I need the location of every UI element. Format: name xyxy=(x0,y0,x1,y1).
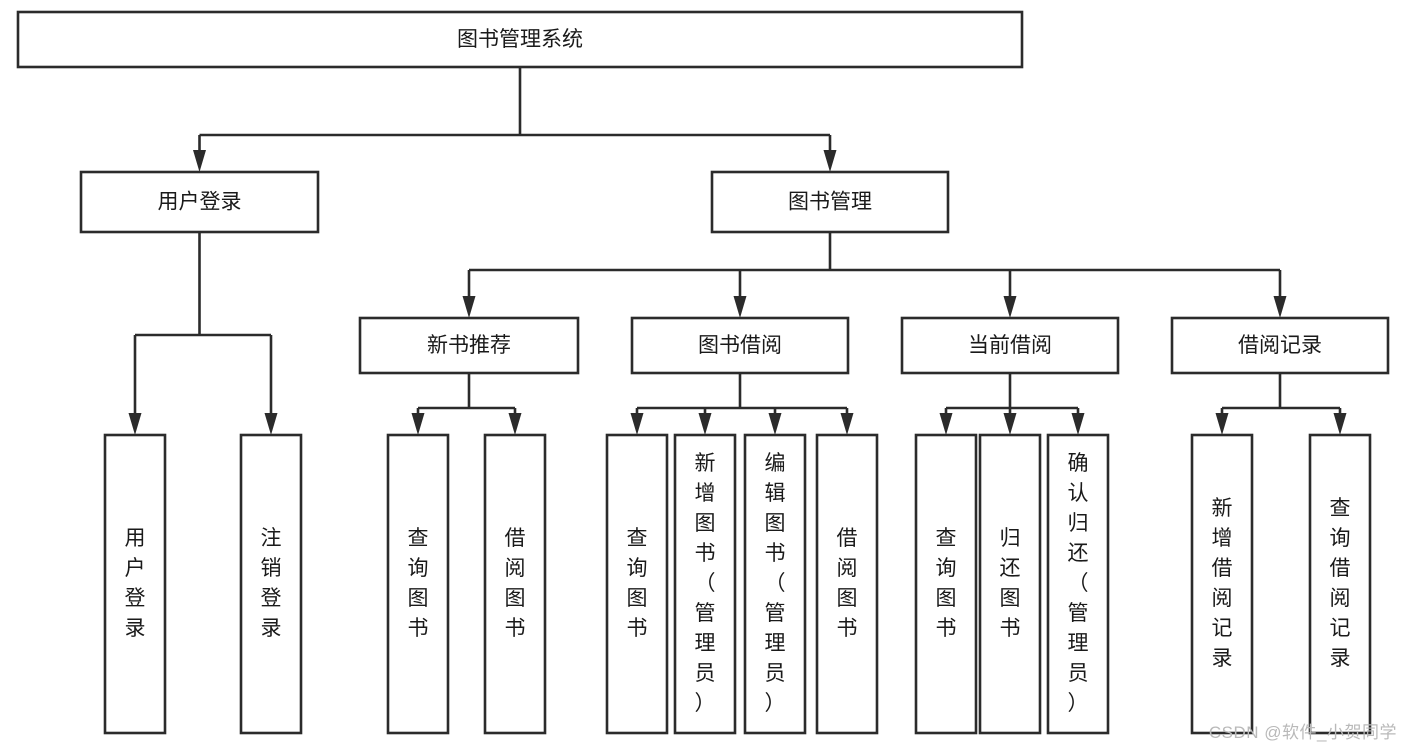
node-label-leaf-add-book: 新增图书（管理员） xyxy=(695,452,716,715)
node-box-leaf-query-book-2[interactable] xyxy=(605,433,669,735)
node-label-leaf-user-login: 用户登录 xyxy=(125,527,146,640)
node-root[interactable]: 图书管理系统 xyxy=(16,10,1024,69)
node-leaf-return-book[interactable]: 归还图书 xyxy=(978,433,1042,735)
node-label-leaf-logout: 注销登录 xyxy=(261,527,282,640)
node-label-leaf-return-book: 归还图书 xyxy=(1000,527,1021,640)
node-box-new-book-rec[interactable] xyxy=(358,316,580,375)
node-book-manage[interactable]: 图书管理 xyxy=(710,170,950,234)
node-label-leaf-confirm-return: 确认归还（管理员） xyxy=(1068,452,1089,715)
node-label-new-book-rec: 新书推荐 xyxy=(427,334,511,357)
connector-group-book-manage xyxy=(462,232,1287,318)
node-leaf-query-book-1[interactable]: 查询图书 xyxy=(386,433,450,735)
node-box-leaf-user-login[interactable] xyxy=(103,433,167,735)
node-label-leaf-borrow-book-2: 借阅图书 xyxy=(837,527,858,640)
node-leaf-borrow-book-1[interactable]: 借阅图书 xyxy=(483,433,547,735)
node-box-leaf-query-book-1[interactable] xyxy=(386,433,450,735)
connector-group-book-borrow xyxy=(630,373,854,435)
node-label-book-borrow: 图书借阅 xyxy=(698,334,782,357)
node-user-login[interactable]: 用户登录 xyxy=(79,170,320,234)
node-label-leaf-borrow-book-1: 借阅图书 xyxy=(505,527,526,640)
connector-group-user-login xyxy=(128,232,278,435)
node-box-leaf-return-book[interactable] xyxy=(978,433,1042,735)
node-box-leaf-borrow-book-2[interactable] xyxy=(815,433,879,735)
node-box-current-borrow[interactable] xyxy=(900,316,1120,375)
edge-layer xyxy=(128,67,1347,435)
node-label-root: 图书管理系统 xyxy=(457,28,583,51)
node-box-leaf-query-record[interactable] xyxy=(1308,433,1372,735)
node-box-leaf-borrow-book-1[interactable] xyxy=(483,433,547,735)
node-box-leaf-add-book[interactable] xyxy=(673,433,737,735)
node-leaf-confirm-return[interactable]: 确认归还（管理员） xyxy=(1046,433,1110,735)
connector-group-root xyxy=(193,67,837,172)
node-label-leaf-query-book-1: 查询图书 xyxy=(408,527,429,640)
node-box-leaf-query-book-3[interactable] xyxy=(914,433,978,735)
node-box-book-borrow[interactable] xyxy=(630,316,850,375)
node-label-user-login: 用户登录 xyxy=(158,191,242,214)
connector-group-current-borrow xyxy=(939,373,1085,435)
node-box-user-login[interactable] xyxy=(79,170,320,234)
node-leaf-add-record[interactable]: 新增借阅记录 xyxy=(1190,433,1254,735)
node-box-book-manage[interactable] xyxy=(710,170,950,234)
node-borrow-record[interactable]: 借阅记录 xyxy=(1170,316,1390,375)
node-box-leaf-add-record[interactable] xyxy=(1190,433,1254,735)
node-leaf-query-record[interactable]: 查询借阅记录 xyxy=(1308,433,1372,735)
node-current-borrow[interactable]: 当前借阅 xyxy=(900,316,1120,375)
node-leaf-user-login[interactable]: 用户登录 xyxy=(103,433,167,735)
node-label-leaf-query-record: 查询借阅记录 xyxy=(1330,497,1351,670)
node-new-book-rec[interactable]: 新书推荐 xyxy=(358,316,580,375)
node-book-borrow[interactable]: 图书借阅 xyxy=(630,316,850,375)
node-label-leaf-query-book-3: 查询图书 xyxy=(936,527,957,640)
node-label-current-borrow: 当前借阅 xyxy=(968,334,1052,357)
connector-group-new-book-rec xyxy=(411,373,522,435)
node-leaf-query-book-3[interactable]: 查询图书 xyxy=(914,433,978,735)
node-leaf-logout[interactable]: 注销登录 xyxy=(239,433,303,735)
node-leaf-borrow-book-2[interactable]: 借阅图书 xyxy=(815,433,879,735)
node-box-leaf-edit-book[interactable] xyxy=(743,433,807,735)
node-leaf-add-book[interactable]: 新增图书（管理员） xyxy=(673,433,737,735)
node-box-leaf-confirm-return[interactable] xyxy=(1046,433,1110,735)
node-label-leaf-query-book-2: 查询图书 xyxy=(627,527,648,640)
node-leaf-query-book-2[interactable]: 查询图书 xyxy=(605,433,669,735)
node-box-leaf-logout[interactable] xyxy=(239,433,303,735)
node-label-borrow-record: 借阅记录 xyxy=(1238,334,1322,357)
node-label-book-manage: 图书管理 xyxy=(788,191,872,214)
node-box-borrow-record[interactable] xyxy=(1170,316,1390,375)
connector-group-borrow-record xyxy=(1215,373,1347,435)
node-label-leaf-edit-book: 编辑图书（管理员） xyxy=(765,452,786,715)
node-label-leaf-add-record: 新增借阅记录 xyxy=(1212,497,1233,670)
node-leaf-edit-book[interactable]: 编辑图书（管理员） xyxy=(743,433,807,735)
node-layer: 图书管理系统用户登录图书管理新书推荐图书借阅当前借阅借阅记录用户登录注销登录查询… xyxy=(16,10,1390,735)
node-box-root[interactable] xyxy=(16,10,1024,69)
